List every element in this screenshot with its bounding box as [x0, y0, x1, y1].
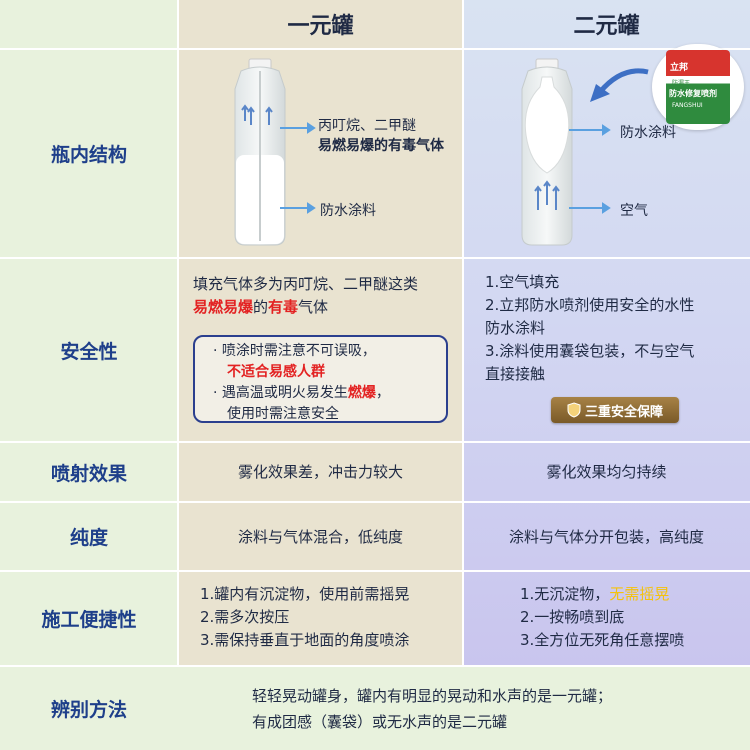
- mono-can-illustration: [234, 58, 286, 246]
- mono-gas-label: 丙叮烷、二甲醚: [318, 118, 416, 134]
- convenience-mono-list: 1.罐内有沉淀物，使用前需摇晃 2.需多次按压 3.需保持垂直于地面的角度喷涂: [200, 583, 409, 652]
- product-image: 立邦 防漏王 防水修复喷剂 FANGSHUI: [652, 44, 744, 130]
- row-label-safety: 安全性: [60, 340, 118, 363]
- identify-text: 轻轻晃动罐身，罐内有明显的晃动和水声的是一元罐； 有成团感（囊袋）或无水声的是二…: [252, 683, 612, 735]
- shield-icon: [567, 402, 581, 418]
- row-label-identify: 辨别方法: [50, 699, 127, 721]
- safety-gas: 气体: [298, 298, 329, 316]
- safety-bi-2: 2.立邦防水喷剂使用安全的水性: [485, 296, 695, 314]
- mono-coating-label: 防水涂料: [320, 203, 376, 219]
- row-divider: [0, 501, 750, 503]
- convenience-bi-1a: 1.无沉淀物，: [520, 585, 610, 603]
- bi-can-illustration: [521, 58, 573, 246]
- identify-band: [0, 665, 750, 750]
- warning-1-line2: 不适合易感人群: [227, 364, 325, 380]
- convenience-mono-3: 3.需保持垂直于地面的角度喷涂: [200, 631, 410, 649]
- product-subline: FANGSHUI: [672, 102, 703, 109]
- mono-can-arrows: [280, 122, 316, 214]
- safety-mono-line1: 填充气体多为丙叮烷、二甲醚这类: [193, 275, 419, 293]
- safety-warning-box: · 喷涂时需注意不可误吸， 不适合易感人群 · 遇高温或明火易发生燃爆， 使用时…: [193, 335, 448, 423]
- row-divider: [0, 257, 750, 259]
- curved-arrow-icon: [590, 68, 649, 102]
- column-divider: [177, 0, 179, 665]
- warning-bullet-1: · 喷涂时需注意不可误吸，: [213, 343, 376, 359]
- purity-mono: 涂料与气体混合，低纯度: [237, 527, 403, 546]
- identify-line2: 有成团感（囊袋）或无水声的是二元罐: [252, 713, 508, 731]
- mono-gas-warning: 易燃易爆的有毒气体: [318, 138, 444, 154]
- safety-bi-3b: 直接接触: [485, 365, 546, 383]
- purity-bi: 涂料与气体分开包装，高纯度: [508, 527, 704, 546]
- warning-2-line2: 使用时需注意安全: [227, 406, 339, 422]
- safety-de: 的: [253, 298, 269, 316]
- safety-badge: 三重安全保障: [551, 397, 679, 423]
- row-label-purity: 纯度: [69, 527, 108, 549]
- header-bi-can: 二元罐: [573, 14, 640, 39]
- row-label-convenience: 施工便捷性: [41, 609, 137, 631]
- label-column: [0, 0, 178, 750]
- bi-coating-label: 防水涂料: [620, 125, 676, 141]
- safety-badge-text: 三重安全保障: [584, 404, 663, 420]
- convenience-no-shake: 无需摇晃: [609, 585, 670, 603]
- product-can: 立邦 防漏王 防水修复喷剂 FANGSHUI: [666, 50, 730, 124]
- row-divider: [0, 665, 750, 667]
- spray-bi: 雾化效果均匀持续: [546, 463, 667, 481]
- safety-flammable: 易燃易爆: [193, 298, 254, 316]
- safety-bi-2b: 防水涂料: [485, 319, 546, 337]
- product-small-label: 防漏王: [672, 80, 691, 87]
- warning-bullet-2: · 遇高温或明火易发生燃爆，: [213, 385, 390, 401]
- convenience-bi-list: 1.无沉淀物，无需摇晃 2.一按畅喷到底 3.全方位无死角任意摆喷: [520, 583, 684, 652]
- row-label-spray: 喷射效果: [50, 462, 127, 485]
- mono-can-column: [178, 0, 463, 665]
- warning-2-comma: ，: [375, 385, 390, 401]
- row-divider: [0, 48, 750, 50]
- bi-air-label: 空气: [620, 203, 648, 219]
- convenience-bi-3: 3.全方位无死角任意摆喷: [520, 631, 685, 649]
- safety-toxic: 有毒: [268, 298, 299, 316]
- row-divider: [0, 441, 750, 443]
- bi-can-arrows: [569, 124, 611, 214]
- warning-2-explode: 燃爆: [347, 385, 376, 401]
- spray-mono: 雾化效果差，冲击力较大: [237, 463, 403, 481]
- safety-mono-line2: 易燃易爆的有毒气体: [193, 296, 328, 318]
- product-brand: 立邦: [670, 63, 689, 73]
- convenience-bi-1: 1.无沉淀物，无需摇晃: [520, 583, 684, 606]
- safety-bi-list: 1.空气填充 2.立邦防水喷剂使用安全的水性 防水涂料 3.涂料使用囊袋包装，不…: [485, 271, 694, 386]
- convenience-bi-2: 2.一按畅喷到底: [520, 608, 625, 626]
- warning-2-line1a: 遇高温或明火易发生: [221, 385, 348, 401]
- convenience-mono-1: 1.罐内有沉淀物，使用前需摇晃: [200, 585, 410, 603]
- column-divider: [462, 0, 464, 665]
- product-name: 防水修复喷剂: [669, 89, 717, 98]
- header-mono-can: 一元罐: [287, 14, 354, 39]
- warning-1-line1: 喷涂时需注意不可误吸，: [221, 343, 376, 359]
- row-label-structure: 瓶内结构: [50, 144, 127, 166]
- safety-bi-1: 1.空气填充: [485, 273, 560, 291]
- convenience-mono-2: 2.需多次按压: [200, 608, 290, 626]
- identify-line1: 轻轻晃动罐身，罐内有明显的晃动和水声的是一元罐；: [252, 687, 613, 705]
- safety-bi-3: 3.涂料使用囊袋包装，不与空气: [485, 342, 695, 360]
- row-divider: [0, 570, 750, 572]
